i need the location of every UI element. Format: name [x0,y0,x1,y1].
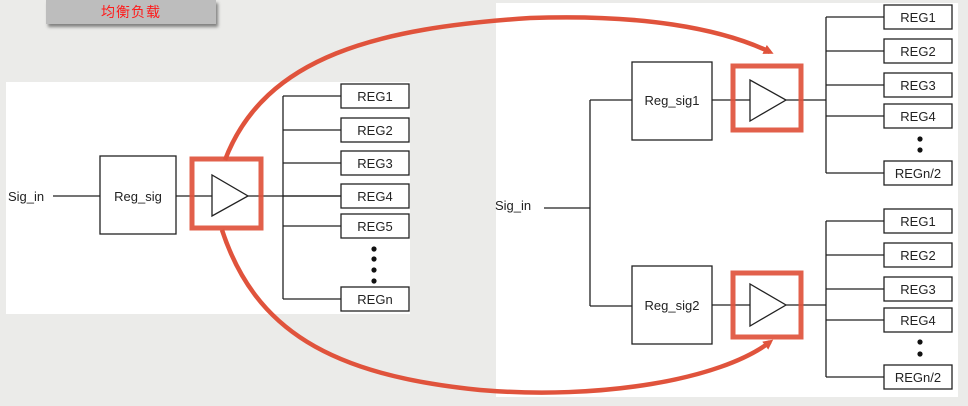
register-box [883,38,953,64]
register-label: REGn/2 [895,166,941,181]
register-box [340,286,410,312]
register-label: REGn/2 [895,370,941,385]
register-box [340,213,410,239]
register-label: REG3 [900,282,935,297]
reg-sig1-label: Reg_sig1 [645,93,700,108]
register-label: REG5 [357,219,392,234]
register-box [340,150,410,176]
register-label: REG4 [900,109,935,124]
register-label: REG4 [357,189,392,204]
register-label: REG3 [900,78,935,93]
buffer2-icon [749,282,788,328]
register-box [883,72,953,98]
register-label: REG4 [900,313,935,328]
left-buffer-icon [211,173,250,218]
buffer1-highlight [730,63,804,133]
slide-title: 均衡负载 [46,0,216,24]
left-reg-sig-box [99,155,177,235]
right-diagram-panel [496,3,958,397]
register-box [883,307,953,333]
ellipsis-dots [917,136,923,153]
reg-sig1-box [631,61,713,141]
left-reg-sig-label: Reg_sig [114,189,162,204]
register-box [883,364,953,390]
register-label: REG1 [357,89,392,104]
buffer1-icon [749,78,788,123]
reg-sig2-label: Reg_sig2 [645,298,700,313]
ellipsis-dots [371,246,377,284]
register-label: REG3 [357,156,392,171]
reg-sig2-box [631,265,713,345]
register-label: REG1 [900,214,935,229]
buffer2-highlight [730,270,804,340]
register-box [883,276,953,302]
register-box [883,4,953,30]
register-label: REG2 [900,44,935,59]
register-box [340,83,410,109]
register-box [883,208,953,234]
register-label: REGn [357,292,392,307]
register-label: REG2 [900,248,935,263]
lower-arrow [219,229,774,395]
ellipsis-dots [917,339,923,357]
upper-arrow [222,15,774,161]
register-box [883,242,953,268]
register-box [883,103,953,129]
register-box [340,183,410,209]
register-label: REG1 [900,10,935,25]
register-box [883,160,953,186]
register-box [340,117,410,143]
left-sig-in-label: Sig_in [8,189,44,204]
right-sig-in-label: Sig_in [495,198,531,213]
register-label: REG2 [357,123,392,138]
